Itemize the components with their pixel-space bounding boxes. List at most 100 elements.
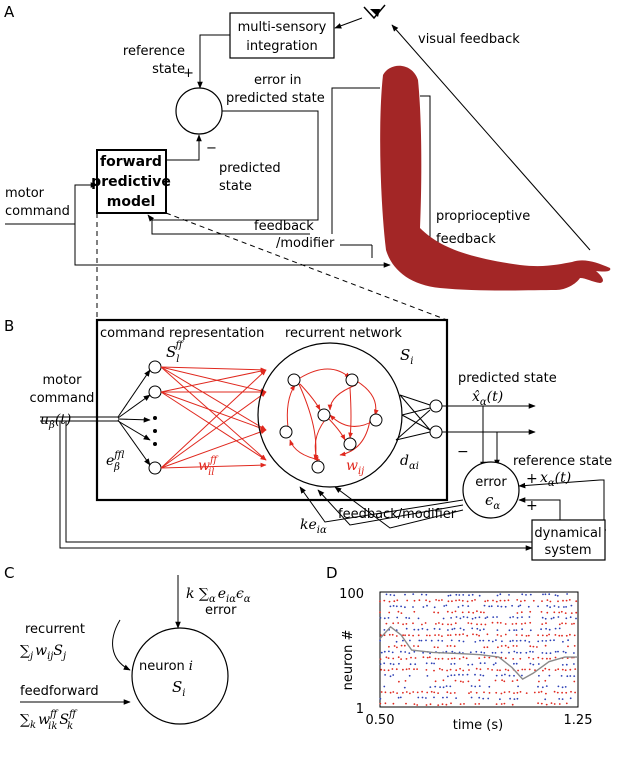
spike-dot [503,599,506,602]
spike-dot [474,599,476,601]
spike-dot [513,629,515,631]
spike-dot [405,627,408,630]
spike-dot [500,651,503,654]
arm-illustration [380,65,611,291]
spike-dot [549,600,552,603]
spike-dot [434,634,436,636]
plus-sign-b-2: + [526,498,538,514]
c-error-label: error [205,603,237,618]
proprio-line [331,87,380,234]
spike-dot [458,673,460,676]
spike-dot [446,696,448,699]
spike-dot [541,623,544,625]
pred-state-label: predicted state [458,371,557,386]
spike-dot [575,600,578,603]
spike-dot [475,691,478,694]
spike-dot [437,639,440,642]
spike-dot [392,657,395,660]
spike-dot [499,593,502,596]
spike-dot [442,617,445,620]
spike-dot [513,662,515,665]
spike-dot [496,629,499,631]
spike-dot [417,696,420,699]
spike-dot [454,622,457,625]
error-path [152,110,319,221]
spike-dot [541,616,544,619]
xhat-label: x̂α(t) [472,389,503,408]
spike-dot [541,686,544,689]
spike-dot [398,680,400,683]
spike-dot [379,639,381,642]
spike-dot [469,651,472,654]
spike-dot [567,639,569,642]
spike-dot [501,640,503,643]
spike-dot [529,645,532,648]
spike-dot [507,646,510,649]
spike-dot [520,611,523,614]
spike-dot [504,673,506,676]
spike-dot [540,702,543,705]
spike-dot [544,679,547,682]
spike-dot [558,634,561,637]
spike-dot [400,650,402,653]
spike-dot [528,656,530,659]
spike-dot [500,703,503,705]
spike-dot [508,691,511,693]
spike-dot [508,629,511,632]
spike-dot [380,668,383,671]
spike-dot [451,628,454,631]
spike-dot [554,594,557,596]
predicted-label-2: state [219,179,252,194]
reference-label-2: state [152,62,185,77]
spike-dot [455,599,457,602]
spike-dot [433,646,436,648]
spike-dot [387,669,390,672]
spike-dot [558,703,561,705]
spike-dot [449,692,452,694]
motor-to-dyn-2 [65,421,532,543]
spike-dot [445,703,448,706]
spike-dot [405,691,408,693]
panel-label-a: A [4,3,15,21]
spike-dot [385,593,388,596]
spike-dot [564,686,567,688]
spike-dot [532,651,534,653]
spike-dot [445,685,448,687]
spike-dot [496,594,499,597]
spike-dot [404,593,406,596]
eps-label: ϵα [485,491,500,512]
spike-dot [435,623,437,625]
spike-dot [447,629,449,631]
spike-dot [426,628,429,631]
spike-dot [474,673,476,676]
spike-dot [383,669,386,671]
spike-dot [561,686,564,689]
spike-dot [532,599,535,602]
spike-dot [380,691,383,693]
spike-dot [425,593,428,596]
spike-dot [426,656,429,659]
dyn-label-1: dynamical [534,526,601,541]
spike-dot [420,593,423,596]
readout-neuron-1 [429,399,443,413]
visual-feedback-arrow [391,24,591,251]
spike-dot [392,622,395,625]
spike-dot [379,617,382,619]
spike-dot [564,622,567,625]
spike-dot [524,639,527,642]
spike-dot [429,686,432,688]
spike-dot [472,633,474,636]
spike-dot [442,686,445,689]
spike-dot [513,692,515,694]
spike-dot [540,628,542,631]
spike-dot [388,600,391,603]
spike-dot [461,604,464,607]
spike-dot [524,668,526,671]
spike-dot [512,616,514,618]
spike-dot [491,669,493,671]
motor-to-dyn-1 [59,421,533,551]
spike-dot [467,663,470,666]
spike-dot [507,669,510,672]
spike-dot [563,606,565,608]
